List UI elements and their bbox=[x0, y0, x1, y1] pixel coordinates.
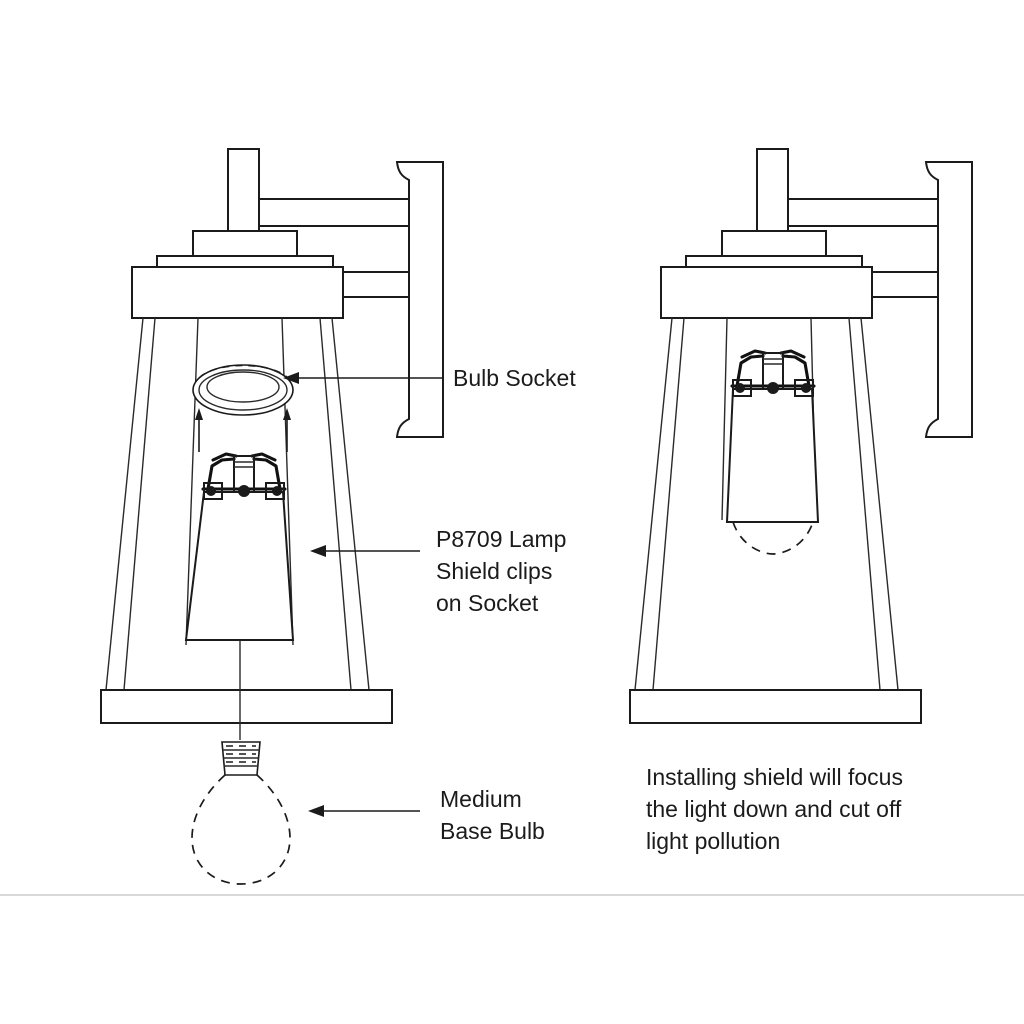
shield-clips-right bbox=[730, 349, 816, 397]
finial-post bbox=[227, 148, 260, 232]
lower-arm-stub bbox=[341, 271, 410, 298]
caption-result-line-3: light pollution bbox=[646, 828, 780, 854]
lamp-shield-installed bbox=[725, 388, 820, 523]
label-medium-base-bulb-line-2: Base Bulb bbox=[440, 818, 545, 844]
label-lamp-shield-line-3: on Socket bbox=[436, 590, 539, 616]
label-lamp-shield-line-2: Shield clips bbox=[436, 558, 552, 584]
callout-bulb-socket bbox=[283, 372, 443, 384]
lantern-housing-right bbox=[660, 266, 873, 319]
lantern-frame-posts bbox=[105, 317, 370, 691]
caption-result-line-2: the light down and cut off bbox=[646, 796, 902, 822]
stepped-cap-tier-upper bbox=[192, 230, 298, 257]
base-plate-right bbox=[629, 689, 922, 724]
bulb-tip-outline bbox=[732, 521, 814, 555]
upper-arm-right bbox=[787, 198, 939, 227]
label-bulb-socket: Bulb Socket bbox=[453, 365, 576, 391]
lamp-shield bbox=[184, 491, 295, 641]
label-medium-base-bulb-line-1: Medium bbox=[440, 786, 522, 812]
label-lamp-shield-line-1: P8709 Lamp bbox=[436, 526, 566, 552]
shield-rivets-right bbox=[735, 382, 811, 394]
stepped-cap-tier-upper-right bbox=[721, 230, 827, 257]
bulb-socket-ring bbox=[192, 364, 294, 416]
callout-medium-base-bulb bbox=[308, 805, 420, 817]
medium-base-bulb bbox=[191, 741, 291, 885]
lantern-housing bbox=[131, 266, 344, 319]
finial-post-right bbox=[756, 148, 789, 232]
upper-arm bbox=[258, 198, 410, 227]
callout-lamp-shield bbox=[310, 545, 420, 557]
alignment-arrows bbox=[195, 408, 291, 452]
left-figure-exploded bbox=[100, 148, 444, 885]
caption-result: Installing shield will focus the light d… bbox=[646, 764, 903, 854]
wall-mount-plate bbox=[395, 161, 444, 438]
lower-arm-stub-right bbox=[870, 271, 939, 298]
right-figure-assembled bbox=[629, 148, 973, 724]
label-lamp-shield: P8709 Lamp Shield clips on Socket bbox=[436, 526, 566, 616]
base-plate-left bbox=[100, 689, 393, 724]
label-medium-base-bulb: Medium Base Bulb bbox=[440, 786, 545, 844]
wall-mount-plate-right bbox=[924, 161, 973, 438]
shield-rivets bbox=[206, 485, 282, 497]
caption-result-line-1: Installing shield will focus bbox=[646, 764, 903, 790]
